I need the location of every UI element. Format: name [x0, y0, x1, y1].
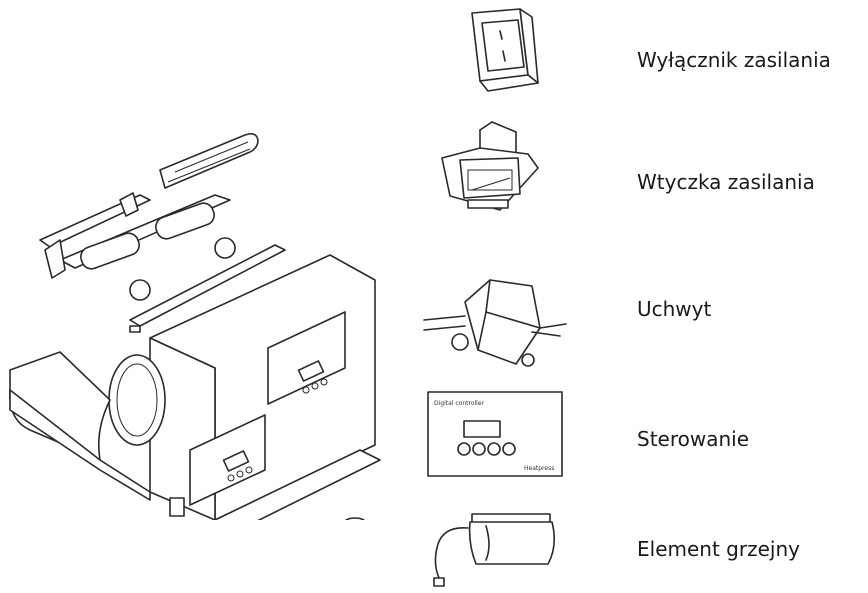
heating-element-label: Element grzejny — [637, 537, 800, 561]
power-switch-icon — [420, 5, 570, 100]
svg-text:Heatpress: Heatpress — [524, 465, 554, 472]
handle-icon — [420, 272, 570, 367]
mug-press-machine-illustration — [0, 100, 400, 520]
power-socket-label: Wtyczka zasilania — [637, 170, 815, 194]
heating-element-icon — [420, 498, 570, 593]
handle-label: Uchwyt — [637, 297, 712, 321]
controller-icon: Digital controller Heatpress — [420, 387, 570, 482]
power-socket-icon — [420, 118, 570, 213]
svg-text:Digital controller: Digital controller — [434, 400, 485, 407]
controller-label: Sterowanie — [637, 427, 750, 451]
power-switch-label: Wyłącznik zasilania — [637, 48, 831, 72]
